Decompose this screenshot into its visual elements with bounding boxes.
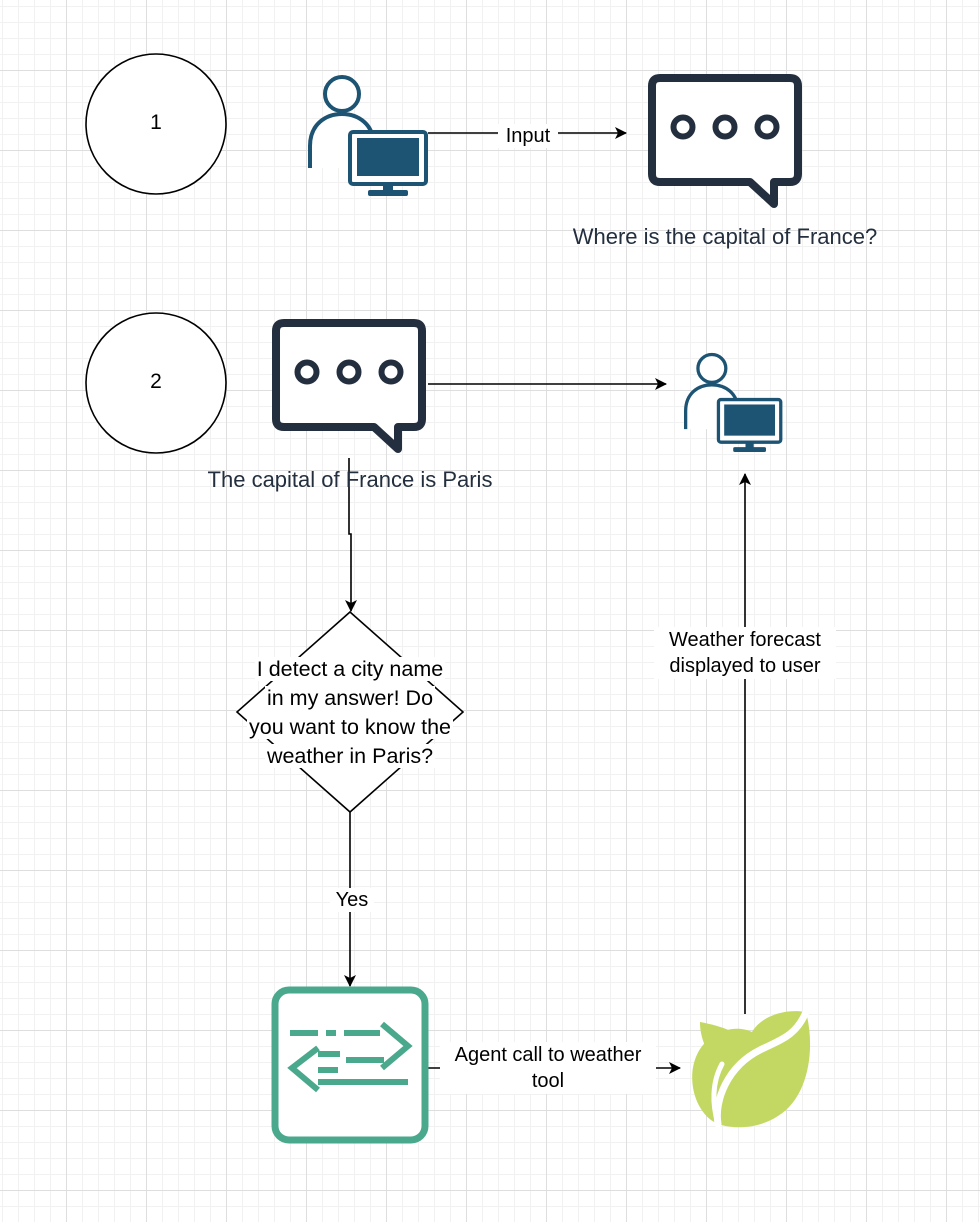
user-computer-icon bbox=[684, 352, 783, 454]
decision-line: weather in Paris? bbox=[264, 744, 436, 768]
step-1-label: 1 bbox=[150, 111, 162, 134]
input-edge-label: Input bbox=[498, 124, 558, 148]
question-caption: Where is the capital of France? bbox=[572, 224, 878, 249]
yes-edge-label: Yes bbox=[330, 888, 374, 912]
decision-line: in my answer! Do bbox=[264, 686, 436, 710]
step-2-circle bbox=[85, 312, 227, 454]
exchange-arrows-icon bbox=[271, 986, 429, 1144]
chat-bubble-icon bbox=[652, 78, 798, 204]
decision-line: you want to know the bbox=[247, 715, 453, 739]
user-computer-icon bbox=[308, 75, 428, 198]
answer-caption: The capital of France is Paris bbox=[207, 467, 493, 492]
forecast-edge-label: Weather forecast displayed to user bbox=[654, 627, 836, 679]
step-2-label: 2 bbox=[150, 370, 162, 393]
decision-line: I detect a city name bbox=[254, 657, 446, 681]
decision-text: I detect a city name in my answer! Do yo… bbox=[230, 655, 470, 771]
leaf-icon bbox=[692, 1008, 811, 1128]
chat-bubble-icon bbox=[276, 323, 422, 449]
step-1-circle bbox=[85, 53, 227, 195]
answer-to-decision-arrow bbox=[345, 458, 357, 612]
agent-call-edge-label: Agent call to weather tool bbox=[440, 1042, 656, 1094]
